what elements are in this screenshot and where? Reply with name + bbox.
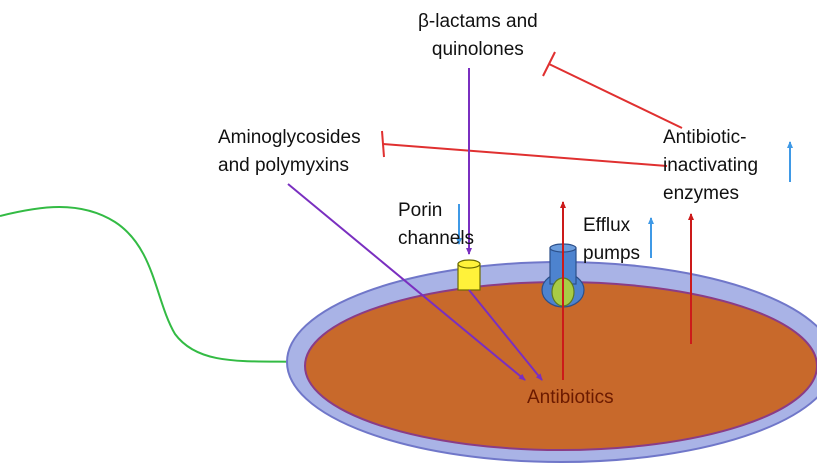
antibiotics-label: Antibiotics	[527, 384, 614, 412]
porin-channel	[458, 260, 480, 290]
beta-lactams-label-line-1: β-lactams and	[418, 8, 538, 36]
inhibition-lines	[382, 52, 682, 166]
efflux-label-line-2: pumps	[583, 240, 640, 268]
efflux-pumps-label: Efflux pumps	[583, 212, 640, 268]
porin-label-line-1: Porin	[398, 197, 474, 225]
inactivating-enzymes-label: Antibiotic- inactivating enzymes	[663, 124, 758, 208]
enzymes-label-line-1: Antibiotic-	[663, 124, 758, 152]
beta-lactams-label-line-2: quinolones	[418, 36, 538, 64]
flagellum	[0, 207, 312, 362]
aminoglycosides-label: Aminoglycosides and polymyxins	[218, 124, 361, 180]
aminoglycosides-label-line-1: Aminoglycosides	[218, 124, 361, 152]
efflux-label-line-1: Efflux	[583, 212, 640, 240]
beta-lactams-label: β-lactams and quinolones	[418, 8, 538, 64]
enzymes-label-line-3: enzymes	[663, 180, 758, 208]
enzymes-label-line-2: inactivating	[663, 152, 758, 180]
porin-channels-label: Porin channels	[398, 197, 474, 253]
aminoglycosides-label-line-2: and polymyxins	[218, 152, 361, 180]
porin-label-line-2: channels	[398, 225, 474, 253]
